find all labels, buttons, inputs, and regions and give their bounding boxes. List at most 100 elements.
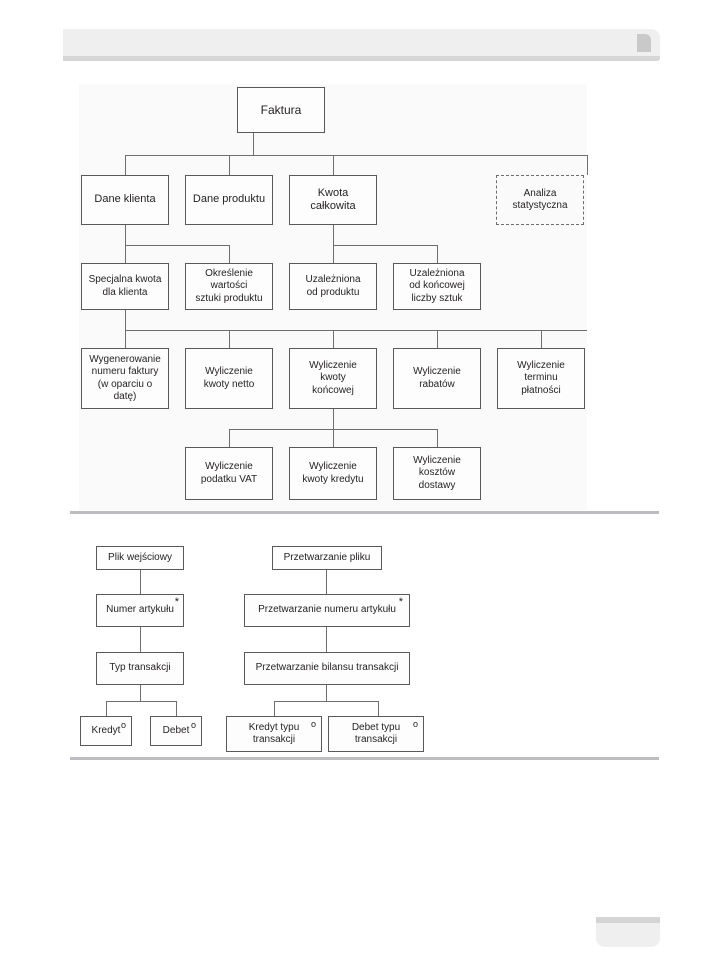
connector-kwota-down	[333, 225, 334, 245]
node-typ-transakcji[interactable]: Typ transakcji	[96, 652, 184, 685]
node-kredyt-typu-line1: Kredyt typu	[248, 721, 300, 733]
page-footer-tab-accent	[596, 917, 660, 923]
node-analiza-line1: Analiza	[523, 187, 557, 199]
node-okreslenie-line2: wartości	[210, 280, 248, 292]
connector-numer-to-typ	[140, 627, 141, 652]
debet-degree-marker: o	[190, 720, 196, 730]
node-rabaty-line2: rabatów	[419, 378, 455, 390]
node-dane-klienta-label: Dane klienta	[94, 193, 156, 206]
connector-dane-klienta-drop-2	[229, 245, 230, 263]
przetwarzanie-numeru-asterisk: *	[398, 596, 403, 608]
connector-row3-drop-1	[125, 330, 126, 348]
node-wyliczenie-terminu-platnosci[interactable]: Wyliczenie terminu płatności	[497, 348, 585, 409]
node-faktura[interactable]: Faktura	[237, 87, 325, 133]
node-uzalezniona-od-liczby-sztuk-label: Uzależniona od końcowej liczby sztuk	[406, 268, 468, 305]
node-debet-typu-line1: Debet typu	[351, 721, 401, 733]
node-analiza-line2: statystyczna	[512, 200, 568, 211]
node-specjalna-kwota[interactable]: Specjalna kwota dla klienta	[81, 263, 169, 310]
connector-bilans-bus	[274, 701, 378, 702]
node-kredyt[interactable]: Kredyt o	[80, 716, 132, 746]
node-kredyt-typu-transakcji[interactable]: Kredyt typu transakcji o	[226, 716, 322, 752]
node-uzal-szt-line1: Uzależniona	[409, 268, 465, 280]
connector-typ-down	[140, 685, 141, 701]
node-wyliczenie-kosztow-dostawy[interactable]: Wyliczenie kosztów dostawy	[393, 447, 481, 500]
node-wyliczenie-podatku-vat[interactable]: Wyliczenie podatku VAT	[185, 447, 273, 500]
node-wygenerowanie-numeru-faktury[interactable]: Wygenerowanie numeru faktury (w oparciu …	[81, 348, 169, 409]
node-przetwarzanie-bilansu-transakcji[interactable]: Przetwarzanie bilansu transakcji	[244, 652, 410, 685]
node-dane-klienta[interactable]: Dane klienta	[81, 175, 169, 225]
node-kwota-calkowita-line1: Kwota	[317, 186, 349, 199]
node-dostawa-line2: kosztów	[418, 467, 456, 479]
node-numer-artykulu-label: Numer artykułu	[106, 604, 174, 616]
node-wyliczenie-kwoty-netto[interactable]: Wyliczenie kwoty netto	[185, 348, 273, 409]
node-kwota-calkowita[interactable]: Kwota całkowita	[289, 175, 377, 225]
node-wygenerowanie-line3: (w oparciu o datę)	[97, 378, 153, 402]
connector-dane-klienta-bus	[125, 245, 229, 246]
node-kredyt-line1: Wyliczenie	[309, 461, 357, 473]
node-plik-wejsciowy[interactable]: Plik wejściowy	[96, 546, 184, 570]
node-termin-line2: terminu	[524, 372, 558, 384]
numer-artykulu-asterisk: *	[174, 596, 179, 608]
node-wyliczenie-kwoty-koncowej[interactable]: Wyliczenie kwoty końcowej	[289, 348, 377, 409]
node-uzalezniona-od-produktu[interactable]: Uzależniona od produktu	[289, 263, 377, 310]
connector-typ-drop-debet	[176, 701, 177, 716]
node-przetwarzanie-pliku[interactable]: Przetwarzanie pliku	[272, 546, 382, 570]
connector-row4-drop-2	[333, 429, 334, 447]
node-vat-line2: podatku VAT	[200, 473, 258, 485]
node-wyliczenie-kredytu-label: Wyliczenie kwoty kredytu	[299, 461, 366, 485]
node-dostawa-line3: dostawy	[418, 479, 456, 491]
connector-plik-proc-to-numer-proc	[326, 570, 327, 594]
node-uzal-prod-line2: od produktu	[306, 286, 360, 298]
connector-row3-drop-2	[229, 330, 230, 348]
node-wyliczenie-rabatow[interactable]: Wyliczenie rabatów	[393, 348, 481, 409]
connector-row3-bus	[125, 330, 587, 331]
node-kredyt-line2: kwoty kredytu	[302, 473, 364, 485]
node-wyliczenie-koncowej-label: Wyliczenie kwoty końcowej	[306, 360, 360, 397]
invoice-decomposition-diagram: Faktura Dane klienta Dane produktu Kwota…	[79, 84, 588, 510]
connector-row3-drop-5	[541, 330, 542, 348]
connector-typ-drop-kredyt	[106, 701, 107, 716]
node-specjalna-line2: dla klienta	[102, 286, 148, 298]
section-rule-upper	[70, 511, 659, 514]
node-debet-typu-transakcji[interactable]: Debet typu transakcji o	[328, 716, 424, 752]
node-koncowa-line1: Wyliczenie	[309, 360, 357, 372]
node-wygenerowanie-label: Wygenerowanie numeru faktury (w oparciu …	[82, 354, 168, 403]
node-netto-line1: Wyliczenie	[205, 366, 253, 378]
connector-bilans-down	[326, 685, 327, 701]
node-kwota-calkowita-line2: całkowita	[310, 200, 356, 212]
node-wygenerowanie-line1: Wygenerowanie	[89, 354, 161, 366]
node-plik-wejsciowy-label: Plik wejściowy	[108, 551, 172, 563]
section-rule-lower	[70, 757, 659, 760]
node-rabaty-line1: Wyliczenie	[413, 366, 461, 378]
kredyt-typu-degree-marker: o	[310, 719, 316, 729]
connector-dane-klienta-down	[125, 225, 126, 245]
node-wyliczenie-kwoty-kredytu[interactable]: Wyliczenie kwoty kredytu	[289, 447, 377, 500]
node-okreslenie-wartosci[interactable]: Określenie wartości sztuki produktu	[185, 263, 273, 310]
connector-typ-bus	[106, 701, 176, 702]
node-uzal-szt-line2: od końcowej	[409, 280, 465, 292]
node-uzal-szt-line3: liczby sztuk	[411, 292, 463, 304]
node-dane-produktu[interactable]: Dane produktu	[185, 175, 273, 225]
node-debet[interactable]: Debet o	[150, 716, 202, 746]
node-termin-line1: Wyliczenie	[517, 360, 565, 372]
node-koncowa-line3: końcowej	[312, 384, 354, 396]
connector-root-down	[253, 133, 254, 155]
connector-plik-to-numer	[140, 570, 141, 594]
node-numer-artykulu[interactable]: Numer artykułu *	[96, 594, 184, 627]
node-analiza-statystyczna-label: Analiza statystyczna	[509, 188, 570, 212]
node-uzal-prod-line1: Uzależniona	[305, 274, 361, 286]
node-okreslenie-wartosci-label: Określenie wartości sztuki produktu	[192, 268, 265, 305]
node-dostawa-line1: Wyliczenie	[413, 455, 461, 467]
node-kwota-calkowita-label: Kwota całkowita	[307, 187, 358, 214]
node-uzalezniona-od-liczby-sztuk[interactable]: Uzależniona od końcowej liczby sztuk	[393, 263, 481, 310]
node-wyliczenie-terminu-label: Wyliczenie terminu płatności	[514, 360, 568, 397]
connector-specjalna-down	[125, 310, 126, 330]
node-przetwarzanie-numeru-artykulu[interactable]: Przetwarzanie numeru artykułu *	[244, 594, 410, 627]
node-przetwarzanie-pliku-label: Przetwarzanie pliku	[283, 551, 371, 563]
node-analiza-statystyczna[interactable]: Analiza statystyczna	[496, 175, 584, 225]
node-typ-transakcji-label: Typ transakcji	[109, 662, 171, 674]
node-wygenerowanie-line2: numeru faktury	[91, 366, 159, 378]
node-okreslenie-line1: Określenie	[205, 268, 253, 280]
node-dane-produktu-label: Dane produktu	[192, 193, 266, 206]
node-wyliczenie-vat-label: Wyliczenie podatku VAT	[198, 461, 260, 485]
